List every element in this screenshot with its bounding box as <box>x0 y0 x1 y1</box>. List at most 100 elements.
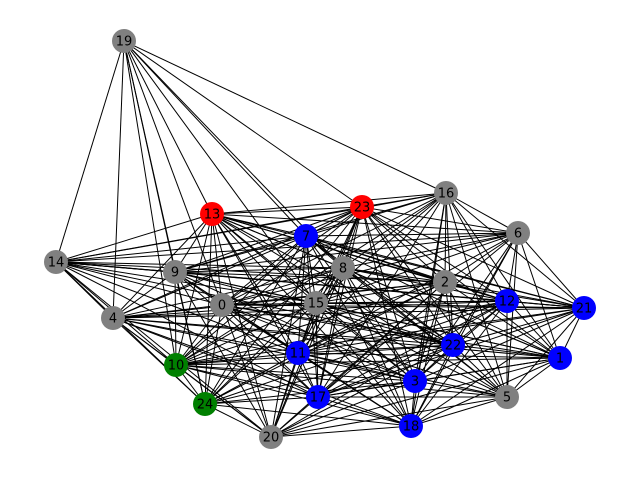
edge-2-3 <box>414 281 446 382</box>
edge-16-15 <box>315 192 447 304</box>
node-22: 22 <box>441 333 465 357</box>
edge-13-10 <box>175 213 213 366</box>
node-circle <box>210 293 234 317</box>
edge-8-3 <box>342 267 416 382</box>
edge-15-21 <box>315 302 585 309</box>
edge-21-22 <box>452 307 585 346</box>
edge-2-20 <box>270 281 446 438</box>
edge-6-14 <box>55 232 519 263</box>
node-label: 23 <box>354 201 371 216</box>
node-label: 14 <box>48 256 65 271</box>
edge-7-4 <box>112 235 307 319</box>
edge-22-1 <box>452 344 561 359</box>
edge-12-10 <box>175 300 508 366</box>
edge-6-5 <box>506 232 519 398</box>
edge-15-2 <box>315 281 446 304</box>
edge-0-22 <box>221 304 454 346</box>
edge-14-11 <box>55 261 299 354</box>
edge-0-11 <box>221 304 299 354</box>
edge-18-20 <box>270 425 412 438</box>
edge-16-8 <box>342 192 447 269</box>
edge-11-18 <box>297 352 412 427</box>
edge-15-10 <box>175 302 317 366</box>
edge-12-21 <box>506 300 585 309</box>
edge-4-3 <box>112 317 416 382</box>
node-label: 13 <box>204 208 221 223</box>
node-9: 9 <box>163 260 187 284</box>
edge-0-21 <box>221 304 585 309</box>
edge-12-20 <box>270 300 508 438</box>
node-label: 24 <box>197 398 214 413</box>
edge-2-18 <box>410 281 446 427</box>
node-label: 9 <box>171 266 179 281</box>
edge-13-23 <box>211 206 363 215</box>
edge-23-2 <box>361 206 446 283</box>
edge-9-10 <box>174 271 177 366</box>
edge-17-10 <box>175 364 319 398</box>
node-label: 15 <box>308 297 325 312</box>
edge-20-10 <box>175 364 272 438</box>
node-label: 22 <box>445 339 462 354</box>
edge-7-0 <box>221 235 307 306</box>
node-circle <box>495 385 519 409</box>
edge-14-20 <box>55 261 272 438</box>
node-0: 0 <box>210 293 234 317</box>
node-label: 7 <box>302 230 310 245</box>
edge-20-5 <box>270 396 508 438</box>
edge-17-3 <box>317 380 416 398</box>
edge-10-5 <box>175 364 508 398</box>
edge-21-11 <box>297 307 585 354</box>
edge-21-18 <box>410 307 585 427</box>
edge-11-3 <box>297 352 416 382</box>
node-circle <box>163 260 187 284</box>
node-4: 4 <box>101 306 125 330</box>
edge-9-3 <box>174 271 416 382</box>
edge-layer <box>55 40 585 438</box>
node-circle <box>259 425 283 449</box>
node-circle <box>441 333 465 357</box>
edge-17-18 <box>317 396 412 427</box>
node-5: 5 <box>495 385 519 409</box>
edge-17-24 <box>204 396 319 405</box>
node-circle <box>101 306 125 330</box>
edge-0-20 <box>221 304 272 438</box>
edge-4-1 <box>112 317 561 359</box>
node-label: 10 <box>168 359 185 374</box>
node-label: 12 <box>499 295 516 310</box>
edge-16-6 <box>445 192 519 234</box>
node-label: 0 <box>218 299 226 314</box>
edge-7-17 <box>305 235 319 398</box>
edge-14-2 <box>55 261 446 283</box>
node-14: 14 <box>44 250 68 274</box>
edge-2-24 <box>204 281 446 405</box>
node-label: 16 <box>438 187 455 202</box>
edge-20-24 <box>204 403 272 438</box>
node-circle <box>506 221 530 245</box>
edge-22-10 <box>175 344 454 366</box>
edge-19-4 <box>112 40 125 319</box>
node-2: 2 <box>433 270 457 294</box>
edge-3-10 <box>175 364 416 382</box>
edge-19-16 <box>123 40 447 194</box>
node-circle <box>306 385 330 409</box>
edge-16-14 <box>55 192 447 263</box>
node-19: 19 <box>112 29 136 53</box>
edge-11-24 <box>204 352 299 405</box>
node-circle <box>164 353 188 377</box>
node-label: 3 <box>411 375 419 390</box>
node-24: 24 <box>193 392 217 416</box>
edge-19-10 <box>123 40 177 366</box>
edge-7-9 <box>174 235 307 273</box>
edge-23-10 <box>175 206 363 366</box>
node-12: 12 <box>495 289 519 313</box>
edge-7-11 <box>297 235 307 354</box>
edge-12-18 <box>410 300 508 427</box>
edge-8-9 <box>174 267 344 273</box>
edge-15-22 <box>315 302 454 346</box>
edge-1-11 <box>297 352 561 359</box>
node-16: 16 <box>434 181 458 205</box>
edge-16-10 <box>175 192 447 366</box>
edge-1-10 <box>175 357 561 366</box>
edge-13-4 <box>112 213 213 319</box>
edge-23-18 <box>361 206 412 427</box>
